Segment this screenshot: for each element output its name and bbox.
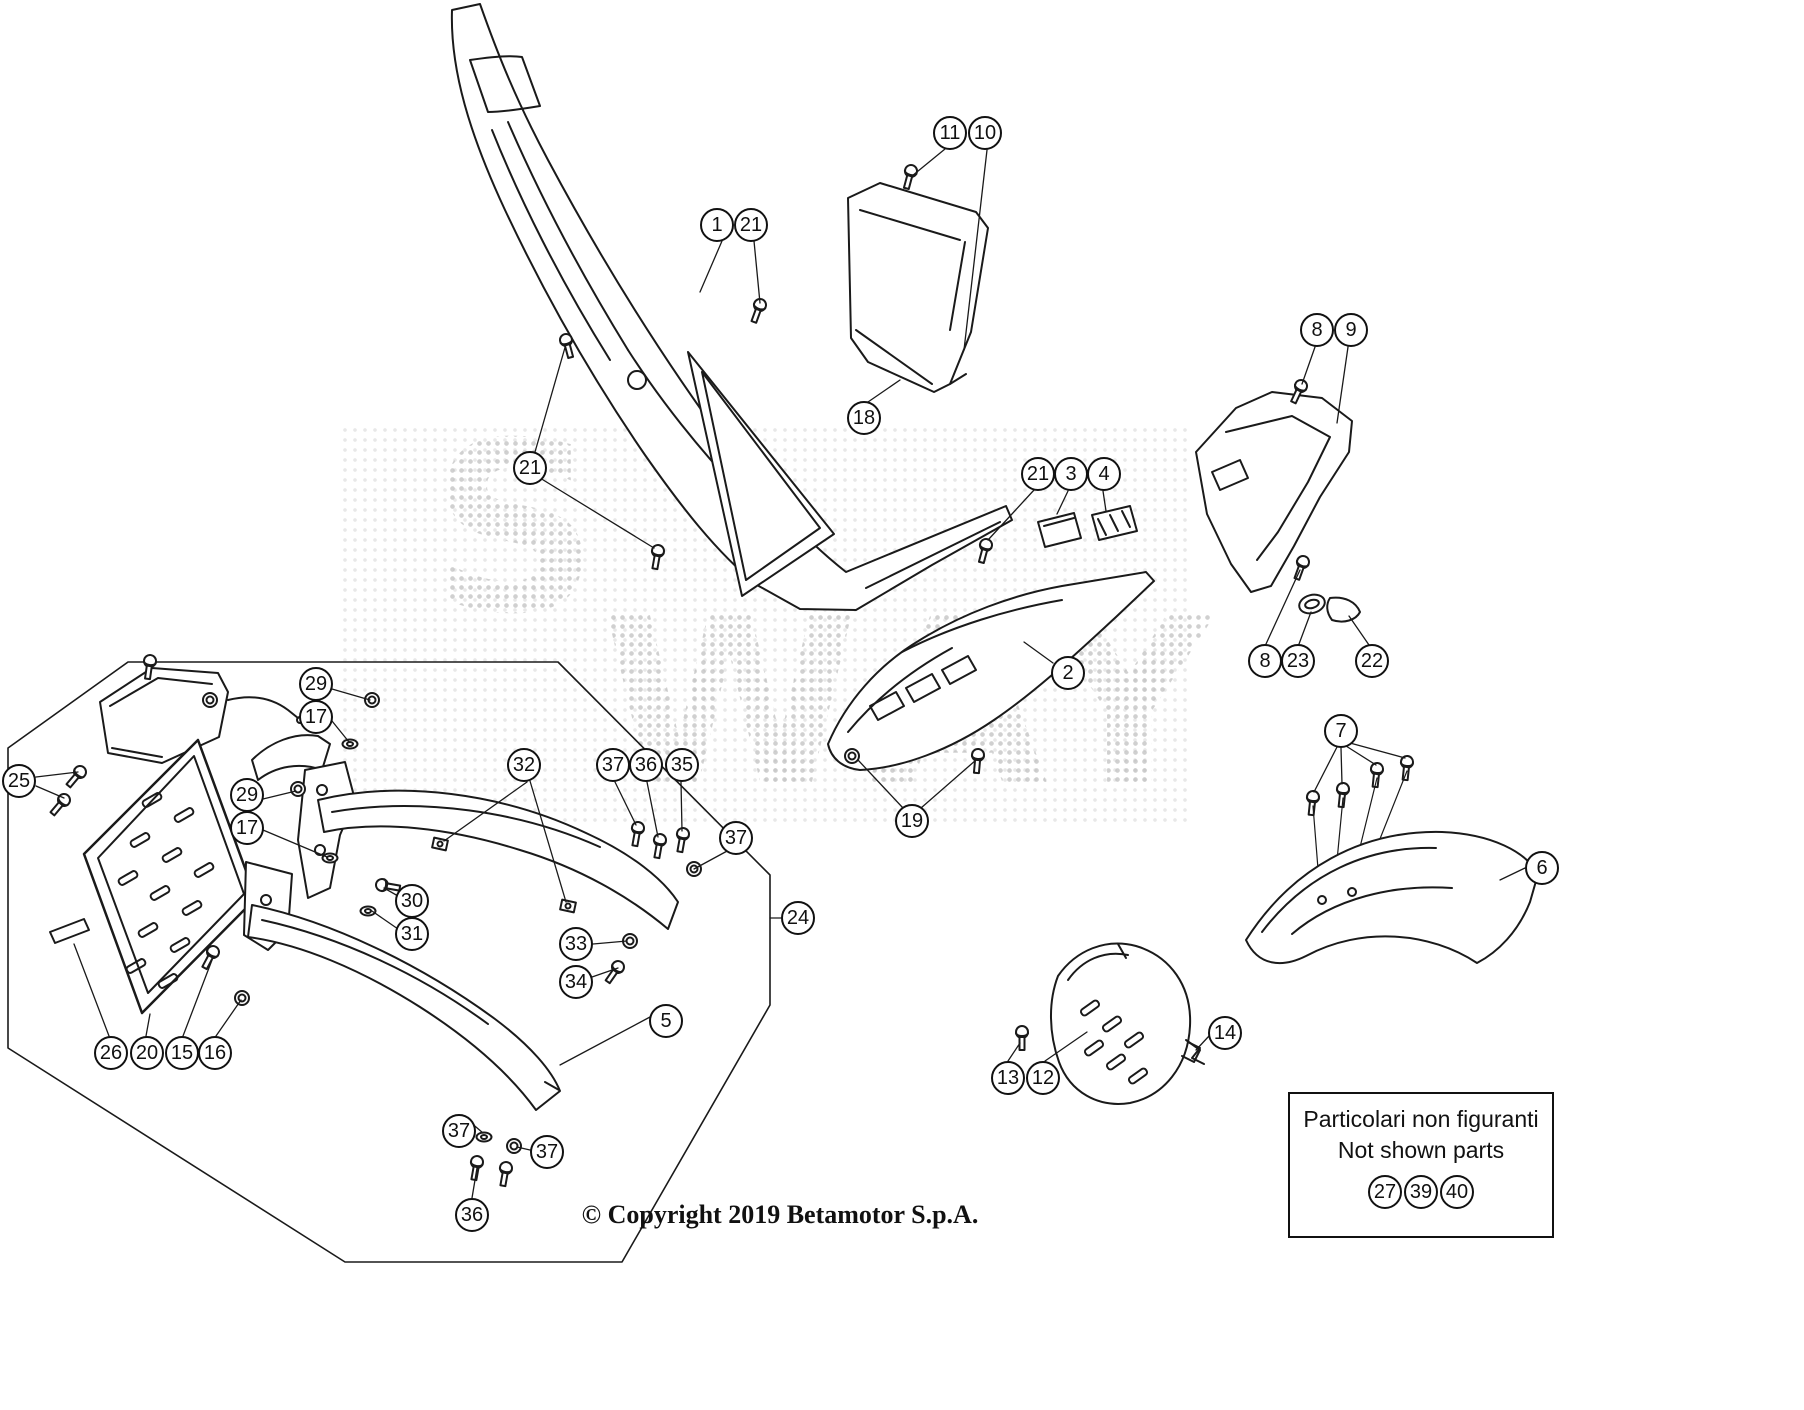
not-shown-number-40: 40 <box>1440 1175 1474 1210</box>
front-mask-drawing <box>1015 942 1205 1105</box>
license-plate-holder-drawing <box>46 738 258 1015</box>
side-number-panel-drawing <box>847 162 989 393</box>
not-shown-title-english: Not shown parts <box>1337 1137 1505 1164</box>
not-shown-title-italian: Particolari non figuranti <box>1303 1106 1539 1132</box>
shroud-drawing <box>1195 377 1353 593</box>
tail-light-drawing <box>99 653 304 764</box>
not-shown-number-39: 39 <box>1404 1175 1438 1210</box>
under-tail-piece-drawing <box>827 571 1155 775</box>
rear-fender-drawing <box>450 3 1013 611</box>
small-pads-drawing <box>1037 505 1138 548</box>
not-shown-parts-box: Particolari non figuranti Not shown part… <box>1288 1092 1554 1238</box>
clamp-drawing <box>1290 553 1361 623</box>
copyright-text: © Copyright 2019 Betamotor S.p.A. <box>581 1200 979 1229</box>
not-shown-number-27: 27 <box>1368 1175 1402 1210</box>
guards-and-brackets-drawing <box>198 692 702 1188</box>
front-fender-drawing <box>1245 754 1539 964</box>
detail-frame-outline <box>7 661 771 1263</box>
leader-lines <box>35 148 1526 1199</box>
